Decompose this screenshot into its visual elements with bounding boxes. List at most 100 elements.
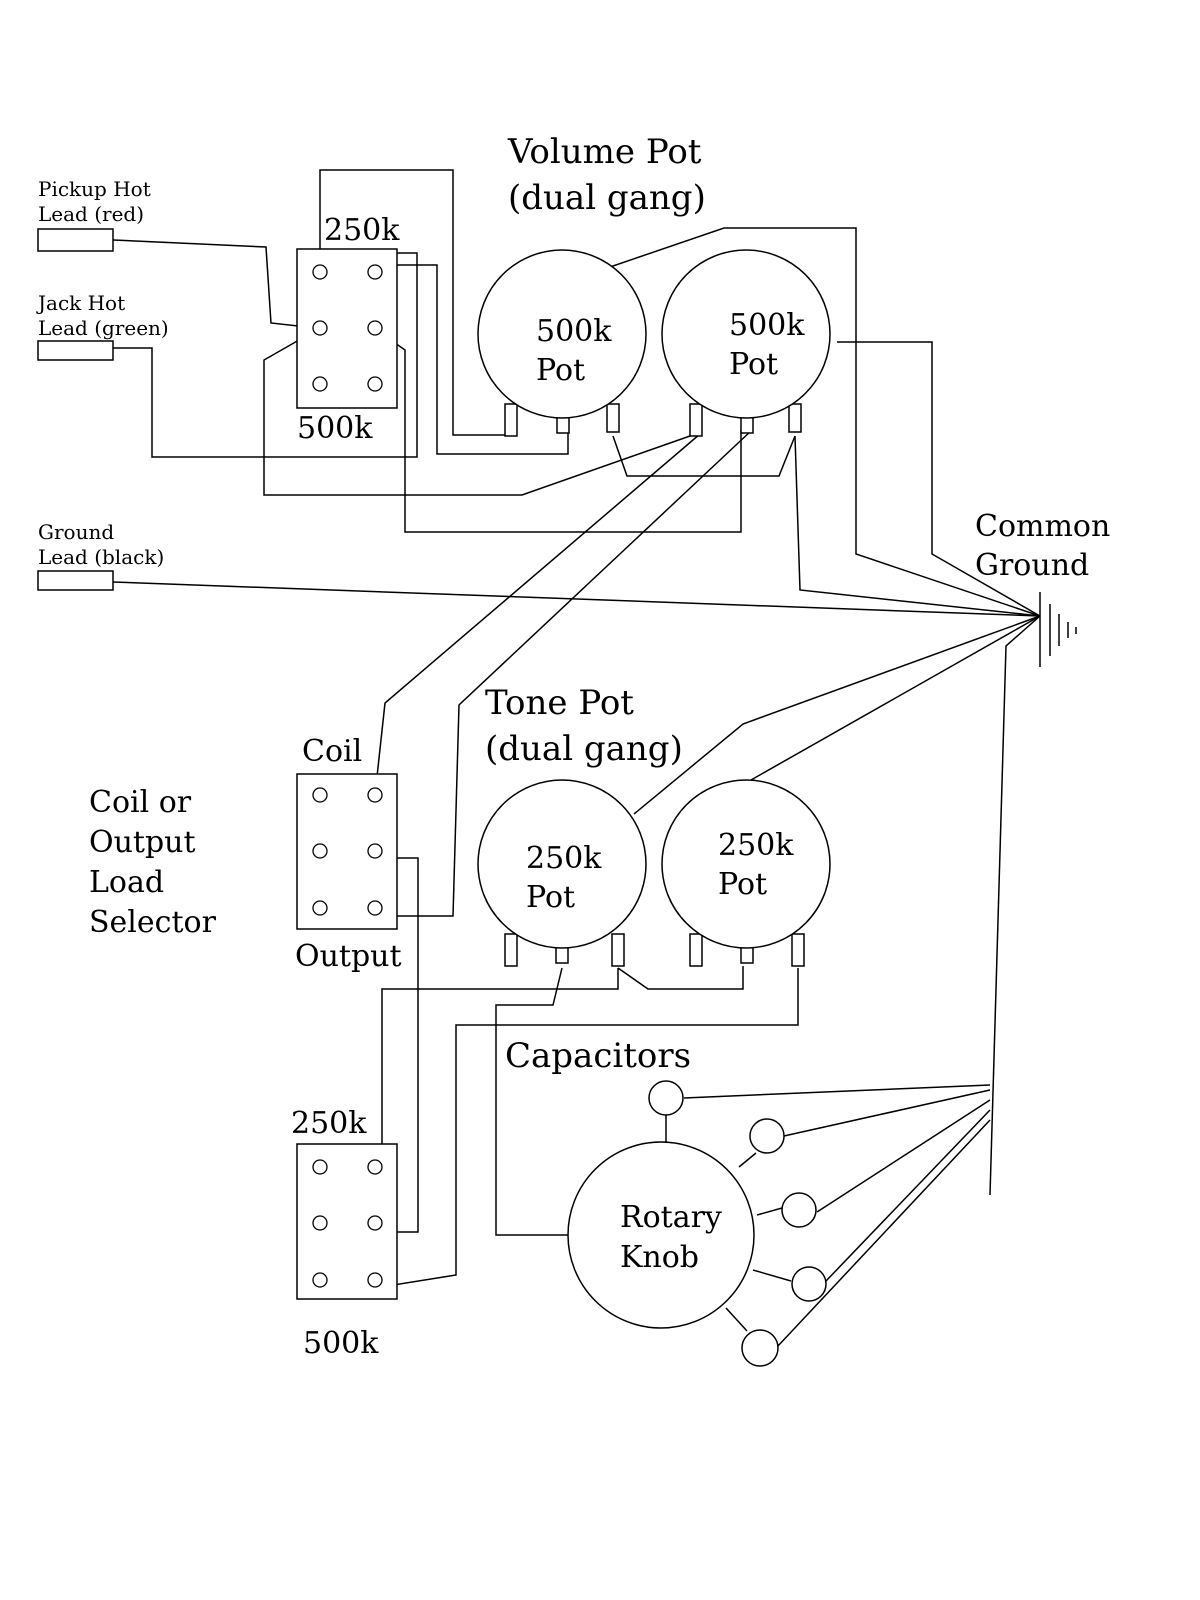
selector-label-1: Coil or xyxy=(89,785,192,820)
wire-rk2 xyxy=(738,1152,757,1168)
switch-mid-label-top: Coil xyxy=(302,734,362,769)
tone-pot-a-label: Pot xyxy=(526,880,575,915)
wire-tone-ground1 xyxy=(633,615,1041,815)
volume-pot-a xyxy=(477,249,647,437)
switch-terminal xyxy=(312,1159,328,1175)
wire-vol-ground2 xyxy=(837,341,1041,617)
switch-terminal xyxy=(367,376,383,392)
jack-hot-label-1: Jack Hot xyxy=(36,291,125,315)
rotary-label-2: Knob xyxy=(620,1240,699,1275)
switch-top xyxy=(296,248,398,409)
wire-rk3 xyxy=(756,1207,783,1216)
switch-terminal xyxy=(312,264,328,280)
switch-bottom-label-bottom: 500k xyxy=(303,1326,379,1361)
switch-terminal xyxy=(367,900,383,916)
pot-lug xyxy=(611,933,625,967)
labels: Pickup Hot Lead (red) Jack Hot Lead (gre… xyxy=(36,132,1110,1361)
capacitor-2 xyxy=(749,1118,785,1154)
wire-tone-cross xyxy=(617,966,744,990)
volume-pot-a-label: Pot xyxy=(536,353,585,388)
switch-bottom-label-top: 250k xyxy=(291,1106,367,1141)
rotary-label-1: Rotary xyxy=(620,1200,722,1235)
selector-label-3: Load xyxy=(89,865,164,900)
volume-title-1: Volume Pot xyxy=(507,132,702,172)
wire-top-loop xyxy=(319,169,517,436)
switch-terminal xyxy=(367,320,383,336)
ground-lead xyxy=(37,570,114,591)
ground-lead-label-1: Ground xyxy=(38,520,114,544)
wire-cap5 xyxy=(776,1119,991,1348)
wire-cap3 xyxy=(816,1099,991,1213)
wire-cap4 xyxy=(825,1109,991,1282)
wire-tone-b xyxy=(374,968,799,1289)
switch-terminal xyxy=(312,1215,328,1231)
common-ground-2: Ground xyxy=(975,548,1089,583)
switch-bottom xyxy=(296,1143,398,1300)
switch-mid xyxy=(296,773,398,930)
wire-ground-lead xyxy=(112,581,1041,617)
ground-lead-label-2: Lead (black) xyxy=(38,545,164,569)
pot-lug xyxy=(788,403,802,433)
switch-terminal xyxy=(367,264,383,280)
wire-ground-bus xyxy=(989,615,1041,1196)
wire-vol-coil xyxy=(374,433,701,796)
wire-rk4 xyxy=(752,1269,792,1282)
pot-lug xyxy=(606,403,620,433)
wire-vol-output xyxy=(375,429,753,917)
volume-title-2: (dual gang) xyxy=(508,178,706,218)
wire-rk5 xyxy=(725,1307,748,1332)
switch-terminal xyxy=(312,376,328,392)
tone-pot-b-label: Pot xyxy=(718,867,767,902)
wire-cap2 xyxy=(783,1089,991,1137)
tone-pot-b-value: 250k xyxy=(718,828,794,863)
capacitor-5 xyxy=(741,1329,779,1367)
tone-title-2: (dual gang) xyxy=(485,729,683,769)
switch-terminal xyxy=(312,900,328,916)
pickup-hot-label-2: Lead (red) xyxy=(38,202,144,226)
switch-top-label-top: 250k xyxy=(324,213,400,248)
switch-terminal xyxy=(367,1159,383,1175)
pot-lug xyxy=(689,403,703,437)
pot-lug xyxy=(504,403,518,437)
switch-terminal xyxy=(367,787,383,803)
jack-hot-label-2: Lead (green) xyxy=(38,316,169,340)
pot-lug xyxy=(504,933,518,967)
switch-terminal xyxy=(367,843,383,859)
switch-terminal xyxy=(312,843,328,859)
tone-pot-a-value: 250k xyxy=(526,841,602,876)
switch-terminal xyxy=(312,787,328,803)
capacitor-3 xyxy=(781,1192,817,1228)
switch-terminal xyxy=(312,1272,328,1288)
volume-pot-b-value: 500k xyxy=(729,308,805,343)
common-ground-1: Common xyxy=(975,509,1110,544)
selector-label-4: Selector xyxy=(89,905,217,940)
switch-terminal xyxy=(312,320,328,336)
capacitor-4 xyxy=(791,1266,827,1302)
capacitors-label: Capacitors xyxy=(505,1036,691,1076)
pickup-hot-lead xyxy=(37,228,114,252)
volume-pot-b xyxy=(661,249,831,437)
ground-symbol xyxy=(1039,592,1077,667)
rotary-knob[interactable] xyxy=(567,1141,755,1329)
wire-tone-ground2 xyxy=(750,615,1041,781)
pot-lug xyxy=(689,933,703,967)
wire-pickup-hot xyxy=(112,239,317,329)
wire-vol-cross xyxy=(612,435,796,477)
wire-vol-ground xyxy=(609,227,1041,617)
tone-pot-b xyxy=(661,779,831,967)
tone-title-1: Tone Pot xyxy=(485,683,634,723)
wire-switch-pot xyxy=(375,264,569,455)
wire-jack-hot xyxy=(113,252,418,458)
volume-pot-b-label: Pot xyxy=(729,347,778,382)
wire-cap1 xyxy=(683,1084,991,1099)
switch-terminal xyxy=(367,1272,383,1288)
wire-vol-ground3 xyxy=(794,435,1041,617)
tone-pot-a xyxy=(477,779,647,967)
switch-terminal xyxy=(367,1215,383,1231)
switch-top-label-bottom: 500k xyxy=(297,411,373,446)
wire-mid-left xyxy=(263,327,691,496)
jack-hot-lead xyxy=(37,340,114,361)
wire-tone-rotary xyxy=(495,967,570,1236)
volume-pot-a-value: 500k xyxy=(536,314,612,349)
